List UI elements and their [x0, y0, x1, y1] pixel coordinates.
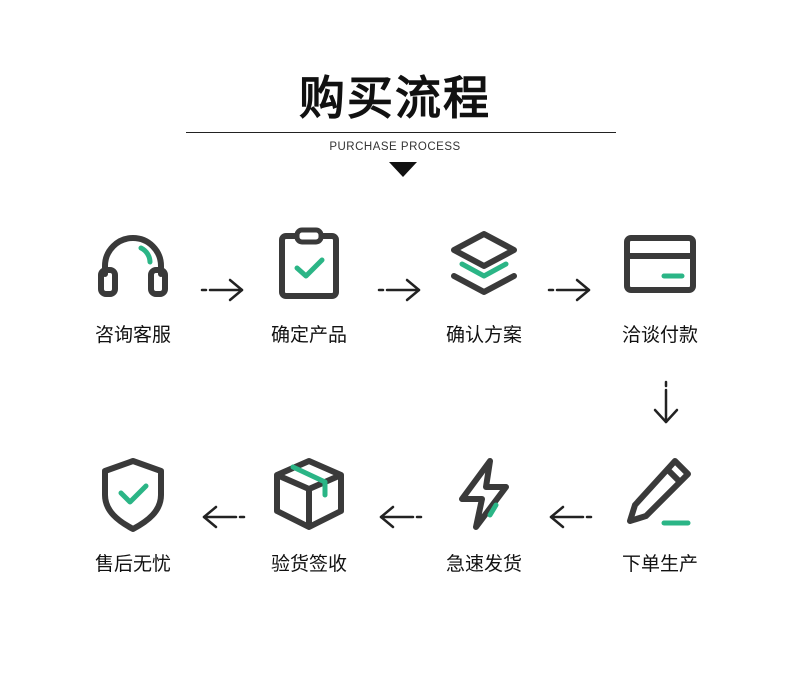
pencil-icon: [627, 458, 691, 526]
page-title: 购买流程: [299, 71, 491, 125]
lightning-icon: [459, 458, 509, 530]
arrow-left-icon: [549, 505, 593, 529]
shield-check-icon: [102, 458, 164, 532]
step-confirm-plan: 确认方案: [414, 226, 554, 347]
step-consult-service: 咨询客服: [63, 226, 203, 347]
arrow-right-icon: [200, 278, 244, 302]
arrow-down-icon: [653, 380, 679, 424]
step-label: 咨询客服: [94, 324, 171, 346]
credit-card-icon: [624, 235, 696, 293]
step-negotiate-payment: 洽谈付款: [590, 226, 730, 347]
step-label: 售后无忧: [94, 553, 171, 575]
package-box-icon: [274, 458, 344, 530]
clipboard-check-icon: [279, 227, 339, 299]
down-triangle-icon: [389, 162, 417, 177]
step-label: 急速发货: [445, 553, 522, 575]
layers-icon: [451, 231, 517, 295]
arrow-right-icon: [547, 278, 591, 302]
step-inspect-sign: 验货签收: [239, 455, 379, 576]
step-express-delivery: 急速发货: [414, 455, 554, 576]
step-label: 下单生产: [621, 553, 698, 575]
step-after-sales: 售后无忧: [63, 455, 203, 576]
headphones-icon: [98, 235, 168, 297]
step-label: 洽谈付款: [621, 324, 698, 346]
step-label: 确定产品: [270, 324, 347, 346]
arrow-left-icon: [202, 505, 246, 529]
step-order-production: 下单生产: [590, 455, 730, 576]
page-subtitle: PURCHASE PROCESS: [329, 141, 461, 153]
title-divider: [186, 132, 616, 133]
arrow-right-icon: [377, 278, 421, 302]
step-label: 确认方案: [445, 324, 522, 346]
step-label: 验货签收: [270, 553, 347, 575]
step-confirm-product: 确定产品: [239, 226, 379, 347]
arrow-left-icon: [379, 505, 423, 529]
